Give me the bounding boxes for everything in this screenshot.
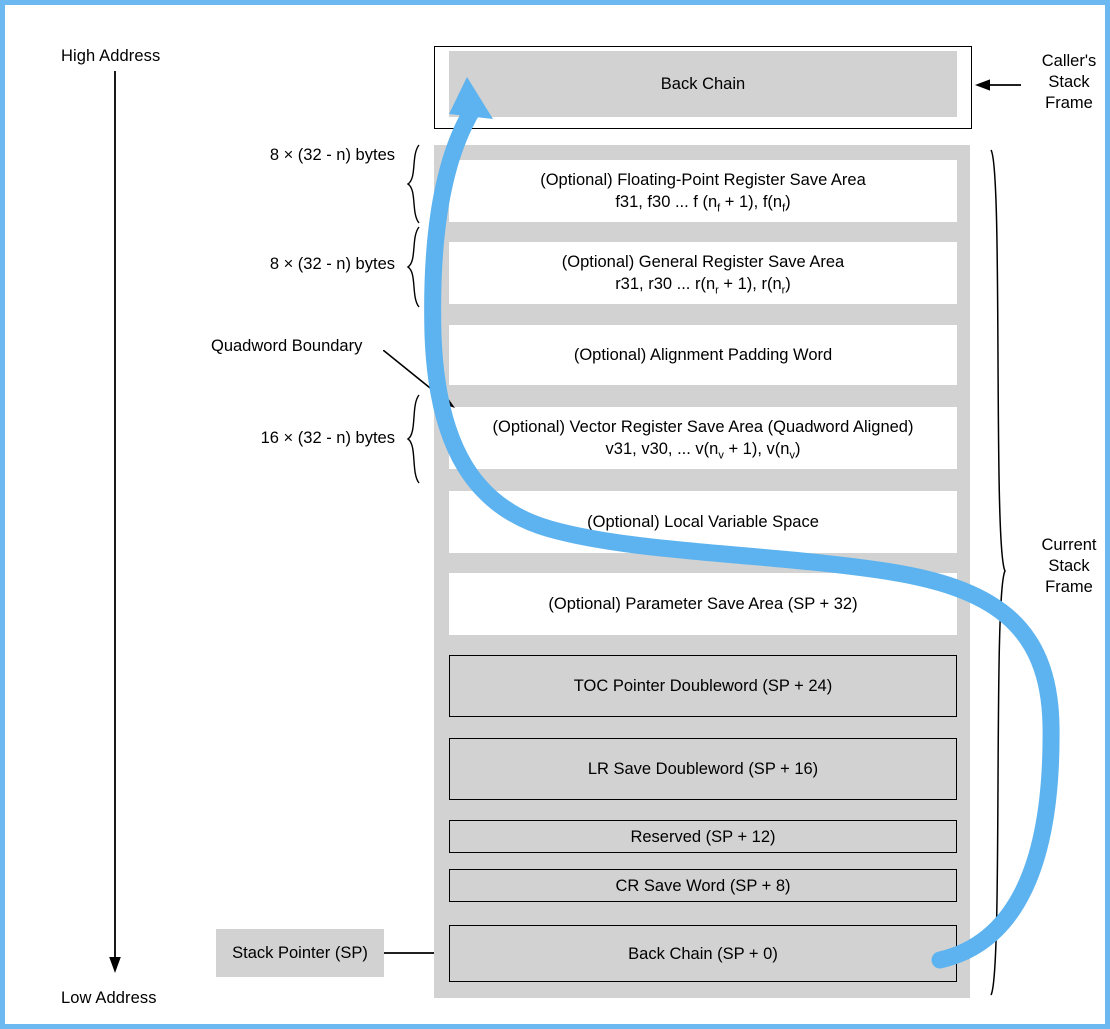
callers-frame-arrow-icon [975,79,1021,91]
stack-slot-lr-save-doubleword: LR Save Doubleword (SP + 16) [449,738,957,800]
size-brace-label-floating-point-register-save-area: 8 × (32 - n) bytes [269,146,395,164]
current-frame-line-2: Stack [1048,557,1090,575]
current-frame-line-1: Current [1041,536,1097,554]
stack-slot-parameter-save-area: (Optional) Parameter Save Area (SP + 32) [449,573,957,635]
slot-title: TOC Pointer Doubleword (SP + 24) [573,677,833,695]
callers-frame-line-3: Frame [1045,94,1093,112]
slot-title: (Optional) Floating-Point Register Save … [540,171,866,189]
size-brace-icon-vector-register-save-area [406,394,420,484]
high-address-label: High Address [61,47,161,65]
stack-slot-toc-pointer-doubleword: TOC Pointer Doubleword (SP + 24) [449,655,957,717]
slot-register-range: v31, v30, ... v(nv + 1), v(nv) [605,440,801,462]
size-brace-label-vector-register-save-area: 16 × (32 - n) bytes [260,429,395,447]
current-frame-brace-icon [990,149,1006,996]
quadword-boundary-label: Quadword Boundary [211,337,363,355]
current-frame-line-3: Frame [1045,578,1093,596]
slot-title: (Optional) General Register Save Area [561,253,845,271]
slot-title: Reserved (SP + 12) [630,827,776,846]
stack-slot-general-register-save-area: (Optional) General Register Save Area r31… [449,242,957,304]
stack-slot-alignment-padding-word: (Optional) Alignment Padding Word [449,325,957,385]
slot-title: LR Save Doubleword (SP + 16) [587,760,819,778]
stack-slot-back-chain-sp-0: Back Chain (SP + 0) [449,925,957,982]
callers-frame-line-1: Caller's [1041,52,1097,70]
stack-slot-local-variable-space: (Optional) Local Variable Space [449,491,957,553]
stack-pointer-box: Stack Pointer (SP) [216,929,384,977]
slot-title: (Optional) Vector Register Save Area (Qu… [492,418,914,436]
size-brace-icon-floating-point-register-save-area [406,144,420,224]
low-address-label: Low Address [61,989,157,1007]
stack-slot-reserved-word: Reserved (SP + 12) [449,820,957,853]
slot-title: (Optional) Alignment Padding Word [573,346,833,364]
callers-stack-frame-label: Caller's Stack Frame [1027,51,1105,114]
callers-back-chain-label: Back Chain [660,74,746,93]
stack-slot-vector-register-save-area: (Optional) Vector Register Save Area (Qu… [449,407,957,469]
address-direction-arrow-icon [109,71,121,973]
slot-register-range: r31, r30 ... r(nr + 1), r(nr) [615,275,791,297]
size-brace-icon-general-register-save-area [406,226,420,308]
slot-register-range: f31, f30 ... f (nf + 1), f(nf) [615,193,791,215]
quadword-boundary-arrow-icon [383,350,455,408]
stack-slot-cr-save-word: CR Save Word (SP + 8) [449,869,957,902]
slot-title: Back Chain (SP + 0) [628,944,778,963]
callers-back-chain-slot: Back Chain [449,51,957,117]
size-brace-label-general-register-save-area: 8 × (32 - n) bytes [269,255,395,273]
callers-frame-line-2: Stack [1048,73,1090,91]
stack-pointer-label: Stack Pointer (SP) [232,943,368,962]
slot-title: CR Save Word (SP + 8) [615,876,791,895]
slot-title: (Optional) Local Variable Space [587,513,819,531]
stack-slot-floating-point-register-save-area: (Optional) Floating-Point Register Save … [449,160,957,222]
current-stack-frame-label: Current Stack Frame [1027,535,1105,598]
slot-title: (Optional) Parameter Save Area (SP + 32) [548,595,858,613]
